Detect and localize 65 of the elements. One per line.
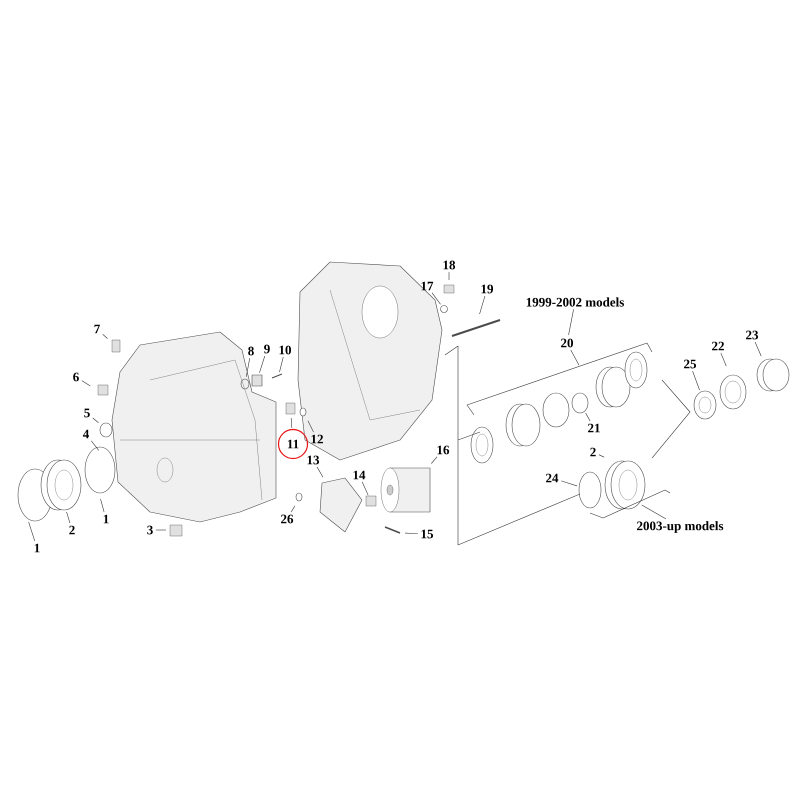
leader-line (431, 456, 438, 464)
leader-line (692, 370, 700, 390)
callout-number: 22 (712, 342, 724, 350)
callout-number: 13 (308, 456, 320, 464)
model-range-label: 2003-up models (637, 521, 724, 533)
leader-line (92, 418, 99, 424)
callout-number: 1 (104, 514, 109, 524)
leader-line (598, 454, 604, 458)
callout-number: 25 (684, 360, 696, 368)
callout-number: 2 (69, 526, 75, 534)
ring-drawing (694, 390, 716, 420)
callout-number: 24 (546, 474, 558, 482)
callout-number: 16 (438, 446, 450, 454)
leader-line (560, 480, 578, 486)
leader-line (90, 440, 100, 451)
leader-line (641, 504, 666, 520)
callout-number: 10 (280, 346, 291, 354)
callout-number: 8 (248, 346, 254, 356)
model-range-label: 1999-2002 models (526, 297, 624, 307)
callout-number: 15 (422, 530, 434, 538)
leader-line (448, 272, 450, 280)
callout-number: 7 (94, 324, 100, 334)
callout-number: 21 (588, 424, 600, 432)
leader-line (316, 466, 324, 478)
ring-drawing (572, 392, 588, 414)
callout-number: 14 (354, 470, 366, 480)
leader-line (479, 296, 486, 314)
callout-number: 3 (147, 526, 153, 534)
leader-line (585, 412, 590, 422)
callout-number: 26 (281, 514, 294, 524)
callout-number: 18 (444, 260, 456, 270)
ring-drawing (578, 472, 602, 508)
ring-drawing (440, 305, 448, 313)
callout-number: 2 (590, 448, 596, 456)
callout-number: 1 (34, 544, 40, 552)
leader-line (568, 308, 574, 336)
callout-number: 19 (482, 284, 494, 294)
leader-line (404, 532, 418, 534)
leader-line (82, 380, 91, 386)
fitting-drawing (252, 374, 262, 386)
leader-line (290, 418, 292, 428)
leader-line (279, 356, 284, 372)
callout-number: 17 (422, 282, 434, 290)
leader-line (570, 350, 580, 366)
callout-number: 20 (561, 338, 574, 348)
leader-line (432, 292, 441, 305)
leader-line (259, 356, 266, 374)
callout-number: 4 (82, 430, 89, 438)
callout-number: 9 (264, 344, 270, 354)
callout-number: 5 (84, 408, 90, 418)
leader-line (362, 482, 368, 496)
leader-line (28, 522, 36, 542)
circled-callout-number: 11 (278, 428, 308, 460)
callout-number: 6 (73, 372, 79, 382)
callout-number: 23 (746, 330, 758, 340)
leader-line (66, 512, 70, 524)
ring-drawing (240, 378, 250, 390)
leader-line (100, 498, 104, 512)
leader-line (246, 358, 250, 378)
leader-line (720, 352, 727, 366)
leader-line (308, 420, 314, 432)
callout-number: 12 (312, 434, 323, 444)
leader-line (290, 505, 296, 512)
leader-line (102, 334, 108, 339)
leader-line (754, 342, 762, 356)
